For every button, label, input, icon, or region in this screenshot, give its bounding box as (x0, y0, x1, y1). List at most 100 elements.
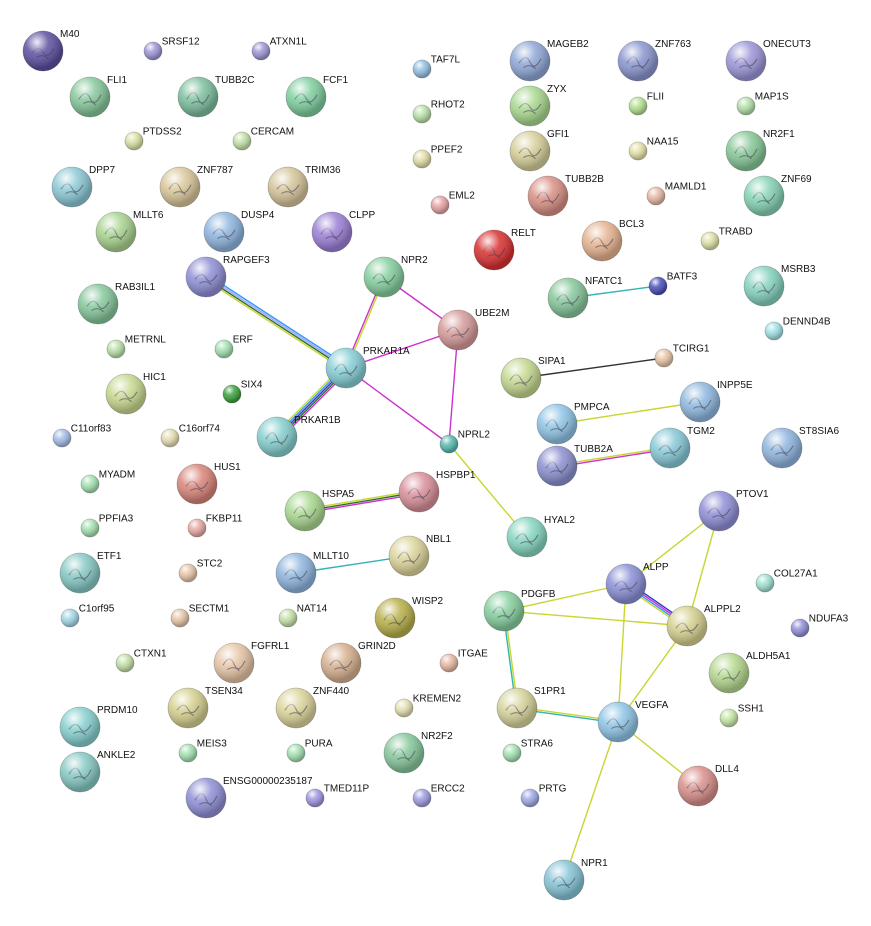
node-nat14[interactable]: NAT14 (278, 604, 328, 628)
node-flii[interactable]: FLII (628, 92, 664, 116)
node-c16orf74[interactable]: C16orf74 (160, 424, 220, 448)
node-s1pr1[interactable]: S1PR1 (496, 686, 566, 729)
node-trabd[interactable]: TRABD (700, 227, 753, 251)
node-ctxn1[interactable]: CTXN1 (115, 649, 167, 673)
node-dll4[interactable]: DLL4 (677, 764, 739, 807)
node-erf[interactable]: ERF (214, 335, 253, 359)
node-nprl2[interactable]: NPRL2 (439, 430, 490, 454)
node-hus1[interactable]: HUS1 (176, 462, 241, 505)
node-znf763[interactable]: ZNF763 (617, 39, 692, 82)
node-nr2f2[interactable]: NR2F2 (383, 731, 453, 774)
node-alpp[interactable]: ALPP (605, 562, 669, 605)
node-grin2d[interactable]: GRIN2D (320, 641, 396, 684)
node-stra6[interactable]: STRA6 (502, 739, 553, 763)
node-tubb2a[interactable]: TUBB2A (536, 444, 613, 487)
node-nbl1[interactable]: NBL1 (388, 534, 451, 577)
node-prkar1a[interactable]: PRKAR1A (325, 346, 410, 389)
node-srsf12[interactable]: SRSF12 (143, 37, 200, 61)
node-ercc2[interactable]: ERCC2 (412, 784, 465, 808)
node-znf787[interactable]: ZNF787 (159, 165, 234, 208)
node-sectm1[interactable]: SECTM1 (170, 604, 230, 628)
node-map1s[interactable]: MAP1S (736, 92, 789, 116)
node-npr1[interactable]: NPR1 (543, 858, 608, 901)
node-metrnl[interactable]: METRNL (106, 335, 166, 359)
node-tubb2c[interactable]: TUBB2C (177, 75, 254, 118)
node-sipa1[interactable]: SIPA1 (500, 356, 566, 399)
node-myadm[interactable]: MYADM (80, 470, 135, 494)
node-ensg00000235187[interactable]: ENSG00000235187 (185, 776, 313, 819)
node-pura[interactable]: PURA (286, 739, 333, 763)
node-mageb2[interactable]: MAGEB2 (509, 39, 589, 82)
node-c11orf83[interactable]: C11orf83 (52, 424, 112, 448)
node-col27a1[interactable]: COL27A1 (755, 569, 818, 593)
node-cercam[interactable]: CERCAM (232, 127, 294, 151)
node-mamld1[interactable]: MAMLD1 (646, 182, 707, 206)
node-taf7l[interactable]: TAF7L (412, 55, 460, 79)
node-st8sia6[interactable]: ST8SIA6 (761, 426, 839, 469)
node-fgfrl1[interactable]: FGFRL1 (213, 641, 290, 684)
node-atxn1l[interactable]: ATXN1L (251, 37, 307, 61)
node-clpp[interactable]: CLPP (311, 210, 375, 253)
node-msrb3[interactable]: MSRB3 (743, 264, 816, 307)
node-tmed11p[interactable]: TMED11P (305, 784, 369, 808)
node-kremen2[interactable]: KREMEN2 (394, 694, 462, 718)
node-prkar1b[interactable]: PRKAR1B (256, 415, 341, 458)
node-zyx[interactable]: ZYX (509, 84, 567, 127)
node-itgae[interactable]: ITGAE (439, 649, 488, 673)
node-eml2[interactable]: EML2 (430, 191, 475, 215)
node-hspbp1[interactable]: HSPBP1 (398, 470, 476, 513)
node-znf440[interactable]: ZNF440 (275, 686, 350, 729)
node-ptov1[interactable]: PTOV1 (698, 489, 769, 532)
node-hic1[interactable]: HIC1 (105, 372, 166, 415)
node-onecut3[interactable]: ONECUT3 (725, 39, 811, 82)
node-ppfia3[interactable]: PPFIA3 (80, 514, 134, 538)
node-znf69[interactable]: ZNF69 (743, 174, 812, 217)
node-wisp2[interactable]: WISP2 (374, 596, 444, 639)
node-fli1[interactable]: FLI1 (69, 75, 127, 118)
node-ube2m[interactable]: UBE2M (437, 308, 509, 351)
node-fcf1[interactable]: FCF1 (285, 75, 348, 118)
node-alppl2[interactable]: ALPPL2 (666, 604, 741, 647)
node-mllt10[interactable]: MLLT10 (275, 551, 349, 594)
node-hyal2[interactable]: HYAL2 (506, 515, 575, 558)
node-nfatc1[interactable]: NFATC1 (547, 276, 623, 319)
node-etf1[interactable]: ETF1 (59, 551, 122, 594)
node-tubb2b[interactable]: TUBB2B (527, 174, 604, 217)
node-inpp5e[interactable]: INPP5E (679, 380, 753, 423)
node-rhot2[interactable]: RHOT2 (412, 100, 465, 124)
node-aldh5a1[interactable]: ALDH5A1 (708, 651, 791, 694)
node-prtg[interactable]: PRTG (520, 784, 567, 808)
node-relt[interactable]: RELT (473, 228, 536, 271)
node-ndufa3[interactable]: NDUFA3 (790, 614, 849, 638)
node-nr2f1[interactable]: NR2F1 (725, 129, 795, 172)
node-meis3[interactable]: MEIS3 (178, 739, 227, 763)
node-rapgef3[interactable]: RAPGEF3 (185, 255, 270, 298)
node-pdgfb[interactable]: PDGFB (483, 589, 556, 632)
node-ptdss2[interactable]: PTDSS2 (124, 127, 182, 151)
node-dpp7[interactable]: DPP7 (51, 165, 116, 208)
node-ppef2[interactable]: PPEF2 (412, 145, 463, 169)
node-fkbp11[interactable]: FKBP11 (187, 514, 243, 538)
node-hspa5[interactable]: HSPA5 (284, 489, 354, 532)
node-batf3[interactable]: BATF3 (648, 272, 698, 296)
node-tsen34[interactable]: TSEN34 (167, 686, 243, 729)
node-tcirg1[interactable]: TCIRG1 (654, 344, 710, 368)
node-ssh1[interactable]: SSH1 (719, 704, 764, 728)
node-m40[interactable]: M40 (22, 29, 80, 72)
node-prdm10[interactable]: PRDM10 (59, 705, 138, 748)
node-npr2[interactable]: NPR2 (363, 255, 428, 298)
node-vegfa[interactable]: VEGFA (597, 700, 669, 743)
node-mllt6[interactable]: MLLT6 (95, 210, 164, 253)
node-six4[interactable]: SIX4 (222, 380, 263, 404)
node-c1orf95[interactable]: C1orf95 (60, 604, 115, 628)
node-dennd4b[interactable]: DENND4B (764, 317, 831, 341)
node-ankle2[interactable]: ANKLE2 (59, 750, 136, 793)
node-pmpca[interactable]: PMPCA (536, 402, 610, 445)
node-bcl3[interactable]: BCL3 (581, 219, 644, 262)
node-naa15[interactable]: NAA15 (628, 137, 679, 161)
node-gfi1[interactable]: GFI1 (509, 129, 570, 172)
node-rab3il1[interactable]: RAB3IL1 (77, 282, 155, 325)
node-tgm2[interactable]: TGM2 (649, 426, 715, 469)
node-stc2[interactable]: STC2 (178, 559, 223, 583)
node-trim36[interactable]: TRIM36 (267, 165, 341, 208)
